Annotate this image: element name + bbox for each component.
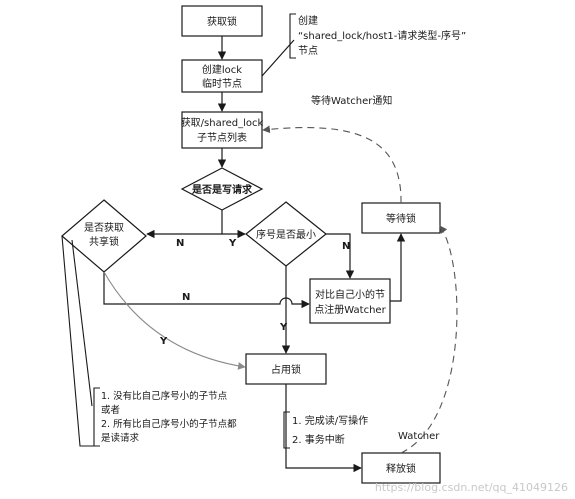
node-release-lock-label: 释放锁 xyxy=(386,462,416,475)
decision-is-write-request-label: 是否是写请求 xyxy=(191,183,253,196)
annotation-create-line2: “shared_lock/host1-请求类型-序号” xyxy=(298,29,466,42)
watermark: https://blog.csdn.net/qq_41049126 xyxy=(375,481,568,494)
arrow-write-no-to-share xyxy=(146,210,223,239)
decision-can-share-lock: 是否获取 共享锁 xyxy=(61,199,147,273)
annotation-watcher: Watcher xyxy=(398,431,440,442)
condition-line3: 2. 所有比自己序号小的子节点都 xyxy=(101,418,237,430)
node-register-watcher: 对比自己小的节 点注册Watcher xyxy=(309,278,391,324)
arrow-release-watcher-to-wait xyxy=(400,225,458,454)
label-write-yes: Y xyxy=(228,238,237,249)
node-get-children-line2: 子节点列表 xyxy=(197,131,247,144)
node-create-temp-node: 创建lock 临时节点 xyxy=(181,59,263,93)
annotation-create-line1: 创建 xyxy=(298,14,318,27)
node-wait-lock-label: 等待锁 xyxy=(386,212,416,225)
label-smallest-no: N xyxy=(342,241,350,252)
annotation-share-condition: 1. 没有比自己序号小的子节点 或者 2. 所有比自己序号小的子节点都 是读请求 xyxy=(93,387,237,447)
line-share-to-condition xyxy=(61,235,94,447)
annotation-create-line3: 节点 xyxy=(298,45,318,57)
node-occupy-lock-label: 占用锁 xyxy=(271,363,301,376)
label-write-no: N xyxy=(176,238,184,249)
decision-is-smallest-label: 序号是否最小 xyxy=(256,228,316,241)
label-share-yes: Y xyxy=(159,336,168,347)
arrow-wait-notify-to-children xyxy=(262,125,402,204)
node-register-watcher-line2: 点注册Watcher xyxy=(314,303,386,316)
condition-line1: 1. 没有比自己序号小的子节点 xyxy=(101,390,228,402)
operations-line2: 2. 事务中断 xyxy=(292,433,345,446)
arrow-occupy-to-release xyxy=(285,384,362,473)
decision-can-share-line2: 共享锁 xyxy=(89,235,119,248)
node-release-lock: 释放锁 xyxy=(361,452,441,484)
decision-is-write-request: 是否是写请求 xyxy=(180,167,264,211)
label-smallest-yes: Y xyxy=(279,322,288,333)
annotation-operations: 1. 完成读/写操作 2. 事务中断 xyxy=(283,411,368,449)
node-create-temp-node-line1: 创建lock xyxy=(202,63,242,76)
node-get-children-line1: 获取/shared_lock xyxy=(181,117,264,129)
decision-is-smallest: 序号是否最小 xyxy=(245,201,327,267)
arrow-smallest-no-to-register xyxy=(326,233,355,279)
node-wait-lock: 等待锁 xyxy=(361,202,441,234)
decision-can-share-line1: 是否获取 xyxy=(84,222,124,234)
node-create-temp-node-line2: 临时节点 xyxy=(202,77,242,90)
node-register-watcher-line1: 对比自己小的节 xyxy=(315,288,385,301)
node-occupy-lock: 占用锁 xyxy=(245,353,327,385)
line-create-to-annotation xyxy=(261,39,295,77)
annotation-create-node: 创建 “shared_lock/host1-请求类型-序号” 节点 xyxy=(289,13,466,59)
node-acquire-lock-label: 获取锁 xyxy=(207,15,237,28)
arrow-register-to-wait xyxy=(390,233,406,302)
node-acquire-lock: 获取锁 xyxy=(181,5,263,37)
line-share-to-condition-upper xyxy=(71,239,93,407)
operations-line1: 1. 完成读/写操作 xyxy=(292,414,368,427)
annotation-wait-watcher-notify: 等待Watcher通知 xyxy=(311,94,392,107)
label-share-no: N xyxy=(182,292,190,303)
condition-line2: 或者 xyxy=(101,404,120,416)
condition-line4: 是读请求 xyxy=(101,432,140,444)
node-get-children-list: 获取/shared_lock 子节点列表 xyxy=(181,111,264,149)
arrow-share-no-to-register xyxy=(103,272,310,309)
arrow-share-yes-to-occupy xyxy=(103,271,246,370)
